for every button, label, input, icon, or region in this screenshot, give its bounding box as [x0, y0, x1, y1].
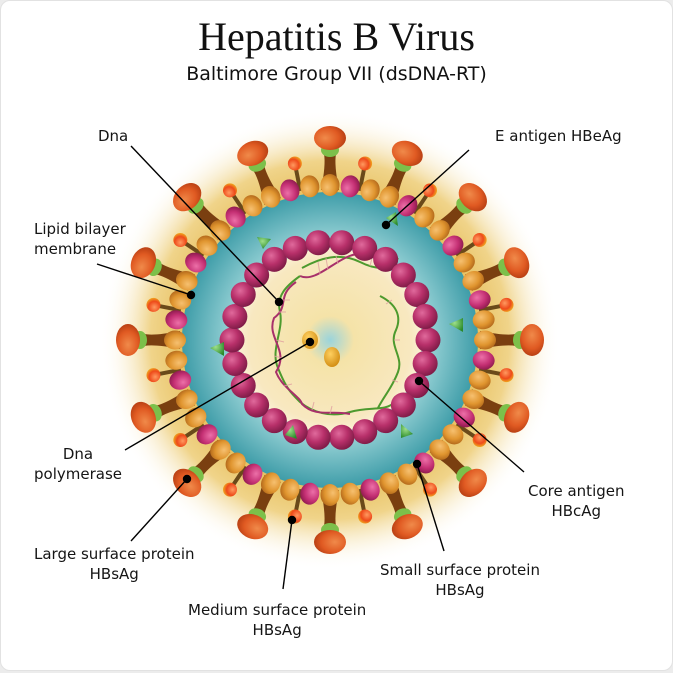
label-core-antigen: Core antigen HBcAg: [528, 482, 625, 520]
lipid-bilayer-beads: [164, 174, 496, 506]
label-lipid-bilayer: Lipid bilayer membrane: [34, 220, 126, 258]
diagram-subtitle: Baltimore Group VII (dsDNA-RT): [186, 63, 487, 85]
core-capsid-ring: [219, 230, 441, 450]
label-small-surface-protein: Small surface protein HBsAg: [380, 561, 540, 599]
label-dna-polymerase: Dna polymerase: [34, 445, 122, 483]
label-dna: Dna: [98, 127, 129, 145]
label-large-surface-protein: Large surface protein HBsAg: [34, 545, 195, 583]
diagram-title: Hepatitis B Virus: [198, 14, 475, 59]
label-e-antigen: E antigen HBeAg: [495, 127, 622, 145]
leader-lines: [96, 145, 525, 590]
large-spikes: [116, 126, 544, 554]
label-medium-surface-protein: Medium surface protein HBsAg: [188, 601, 367, 639]
dna-polymerase-secondary: [324, 347, 340, 367]
